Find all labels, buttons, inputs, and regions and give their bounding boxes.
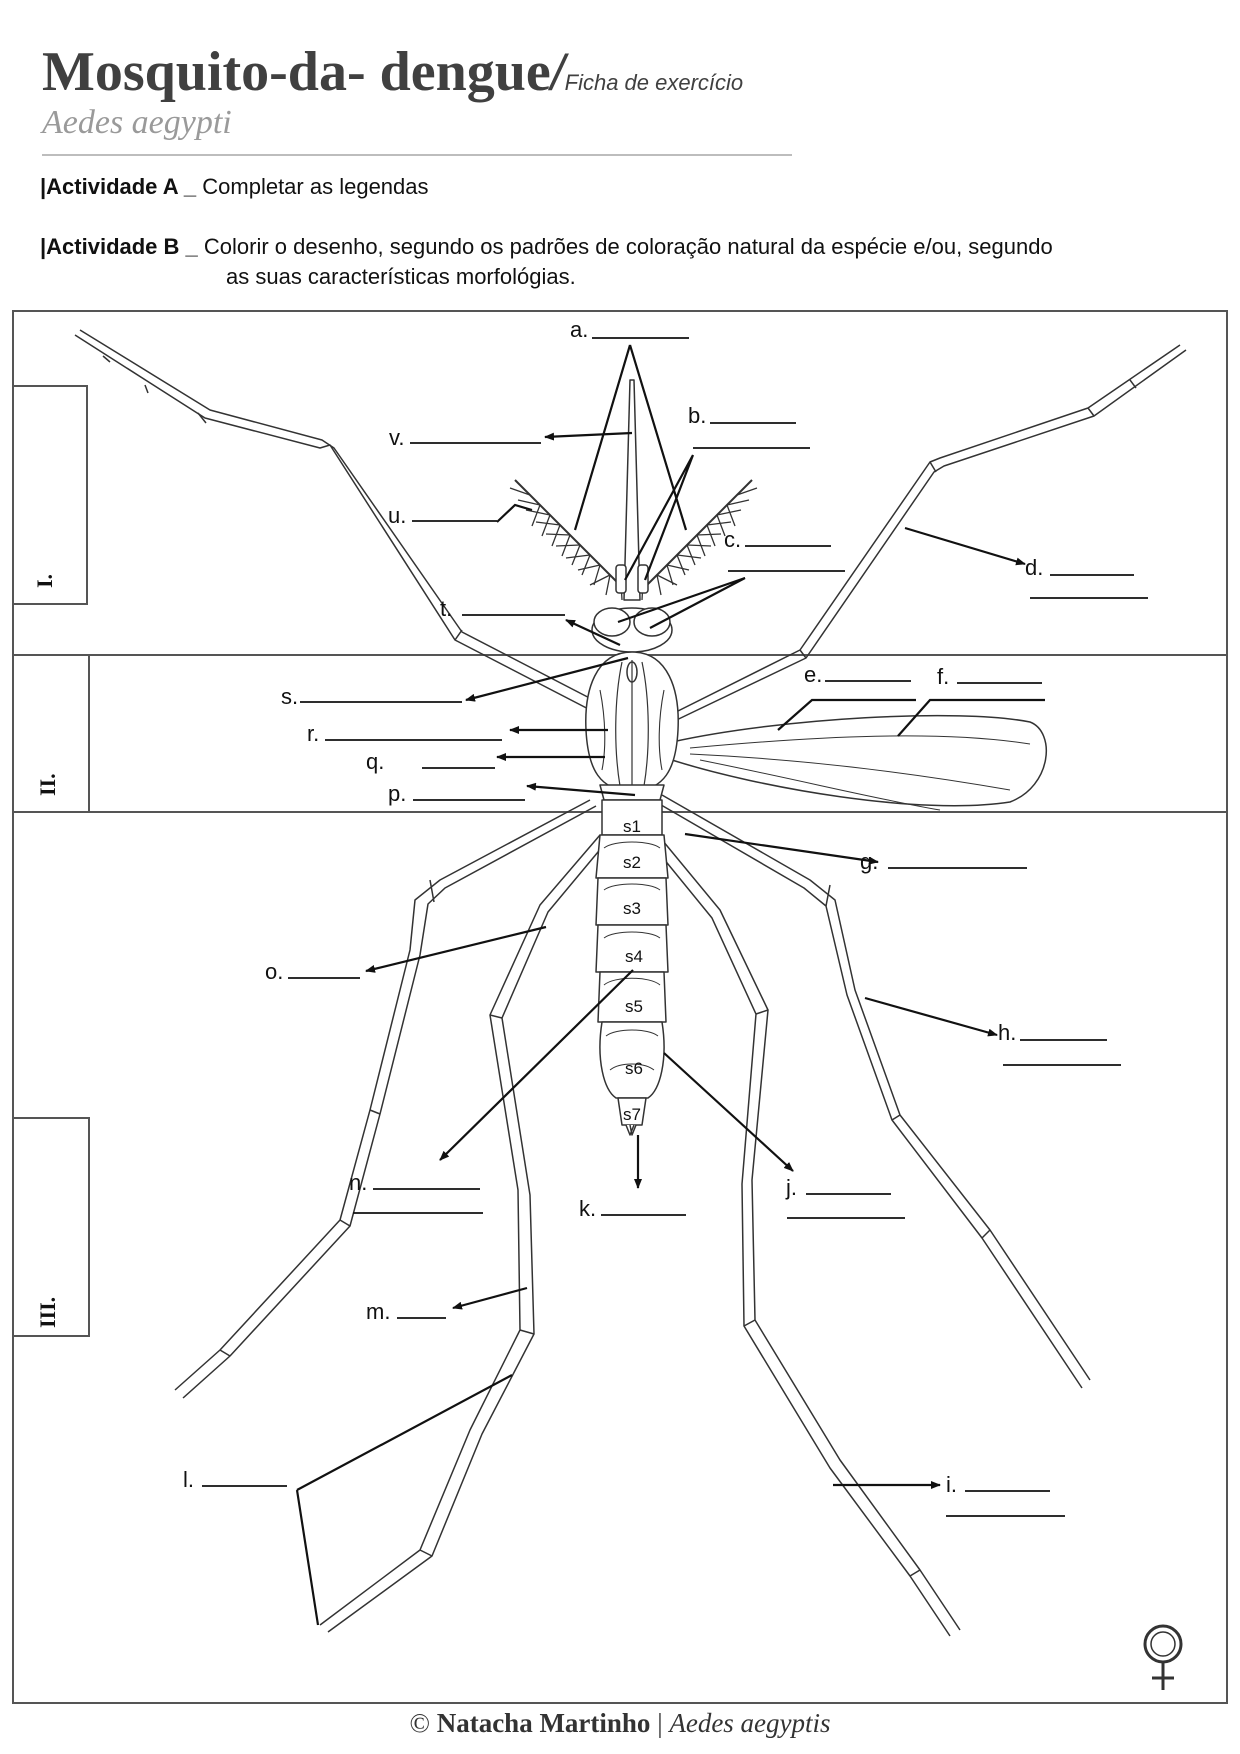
callout-q: q. (366, 749, 384, 774)
antenna-right (641, 479, 758, 596)
middle-leg-right (655, 794, 1091, 1389)
abdomen (595, 799, 669, 1136)
copyright-symbol: © (409, 1708, 430, 1738)
footer-species: Aedes aegyptis (669, 1708, 831, 1738)
callout-v: v. (389, 425, 404, 450)
callout-b: b. (688, 403, 706, 428)
callout-g: g. (860, 849, 878, 874)
callout-p: p. (388, 781, 406, 806)
front-leg-left (74, 329, 606, 716)
title-subtitle: Ficha de exercício (564, 70, 744, 95)
proboscis (623, 379, 641, 601)
page-title: Mosquito-da- dengue/Ficha de exercício (42, 40, 743, 104)
answer-blanks (202, 337, 1148, 1517)
callout-i: i. (946, 1472, 957, 1497)
activity-b-text-cont: as suas características morfológias. (226, 264, 576, 289)
wing (671, 714, 1048, 807)
segment-label: s2 (623, 853, 641, 872)
callout-r: r. (307, 721, 319, 746)
callout-o: o. (265, 959, 283, 984)
callout-j: j. (785, 1175, 797, 1200)
callout-c: c. (724, 527, 741, 552)
callout-d: d. (1025, 555, 1043, 580)
callout-e: e. (804, 662, 822, 687)
front-leg-right (659, 344, 1187, 727)
segment-label: s5 (625, 997, 643, 1016)
callout-f: f. (937, 664, 949, 689)
hind-leg-left (319, 834, 609, 1633)
antenna-left (509, 479, 626, 596)
callout-s: s. (281, 684, 298, 709)
segment-label: s3 (623, 899, 641, 918)
segment-label: s6 (625, 1059, 643, 1078)
callout-t: t. (440, 596, 452, 621)
section-label-3: III. (35, 1297, 60, 1328)
activity-a: |Actividade A _ Completar as legendas (40, 172, 429, 202)
header-divider (42, 154, 792, 156)
footer-separator: | (657, 1708, 663, 1738)
species-name: Aedes aegypti (42, 104, 232, 141)
female-symbol-icon (1143, 1624, 1183, 1690)
activity-a-label: |Actividade A _ (40, 174, 197, 199)
activity-b-label: |Actividade B _ (40, 234, 198, 259)
mosquito-illustration (74, 329, 1187, 1637)
middle-leg-left (174, 799, 597, 1399)
segment-label: s1 (623, 817, 641, 836)
section-label-2: II. (35, 773, 60, 796)
callout-l: l. (183, 1467, 194, 1492)
callout-a: a. (570, 317, 588, 342)
activity-b-text: Colorir o desenho, segundo os padrões de… (203, 234, 1053, 259)
callout-n: n. (349, 1170, 367, 1195)
eye-left (593, 607, 631, 637)
eye-right (633, 607, 671, 637)
segment-label: s7 (623, 1105, 641, 1124)
callout-k: k. (579, 1196, 596, 1221)
callout-m: m. (366, 1299, 390, 1324)
author-name: Natacha Martinho (436, 1708, 651, 1738)
activity-b: |Actividade B _ Colorir o desenho, segun… (40, 232, 1053, 292)
callout-u: u. (388, 503, 406, 528)
title-slash: / (550, 45, 565, 101)
segment-label: s4 (625, 947, 643, 966)
section-label-1: I. (32, 574, 57, 588)
leader-lines (295, 344, 1045, 1626)
title-main: Mosquito-da- dengue (42, 41, 551, 103)
callout-h: h. (998, 1020, 1016, 1045)
hind-leg-right (649, 834, 961, 1637)
footer-credit: © Natacha Martinho | Aedes aegyptis (0, 1708, 1240, 1739)
activity-a-text: Completar as legendas (202, 174, 429, 199)
